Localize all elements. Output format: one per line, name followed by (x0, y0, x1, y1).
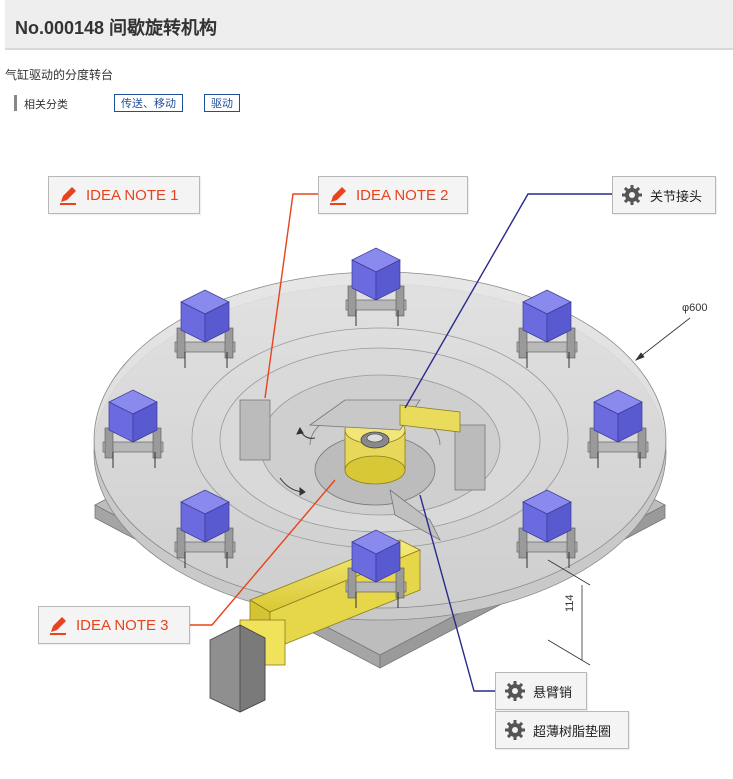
category-label: 相关分类 (24, 98, 68, 111)
workpiece-block (345, 247, 407, 326)
workpiece-block (587, 389, 649, 468)
diameter-label: φ600 (682, 302, 708, 314)
workpiece-block (174, 289, 236, 368)
part-resin-washer-button[interactable]: 超薄树脂垫圈 (495, 711, 629, 749)
link-mechanism (239, 399, 486, 541)
part-cantilever-pin-button[interactable]: 悬臂销 (495, 672, 587, 710)
page-subtitle: 气缸驱动的分度转台 (5, 68, 114, 82)
page-header: No.000148 间歇旋转机构 (5, 0, 733, 50)
gear-icon (622, 185, 642, 205)
idea-note-1-label: IDEA NOTE 1 (86, 186, 179, 204)
rotation-arrows (279, 426, 316, 496)
idea-note-2-label: IDEA NOTE 2 (356, 186, 449, 204)
part-joint-label: 关节接头 (650, 189, 703, 205)
pencil-icon (50, 617, 66, 635)
workpiece-block (174, 489, 236, 568)
gear-icon (505, 681, 525, 701)
idea-note-1-button[interactable]: IDEA NOTE 1 (48, 176, 200, 214)
height-label: 114 (564, 594, 576, 612)
workpiece-block (516, 489, 578, 568)
part-joint-button[interactable]: 关节接头 (612, 176, 716, 214)
part-resin-washer-label: 超薄树脂垫圈 (533, 724, 612, 740)
idea-note-3-label: IDEA NOTE 3 (76, 616, 169, 634)
workpiece-block (516, 289, 578, 368)
pencil-icon (330, 187, 346, 205)
leader-lines (190, 193, 612, 692)
workpiece-block (345, 529, 407, 608)
gear-icon (505, 720, 525, 740)
workpiece-block (102, 389, 164, 468)
workpiece-blocks (102, 247, 649, 608)
tag-drive[interactable]: 驱动 (204, 94, 240, 112)
category-marker (14, 95, 17, 111)
tag-transport[interactable]: 传送、移动 (114, 94, 183, 112)
part-cantilever-pin-label: 悬臂销 (533, 685, 573, 701)
dimension-lines (547, 317, 691, 666)
central-hub (309, 406, 441, 506)
idea-note-2-button[interactable]: IDEA NOTE 2 (318, 176, 468, 214)
page-title: No.000148 间歇旋转机构 (15, 18, 218, 38)
pencil-icon (60, 187, 76, 205)
idea-note-3-button[interactable]: IDEA NOTE 3 (38, 606, 190, 644)
